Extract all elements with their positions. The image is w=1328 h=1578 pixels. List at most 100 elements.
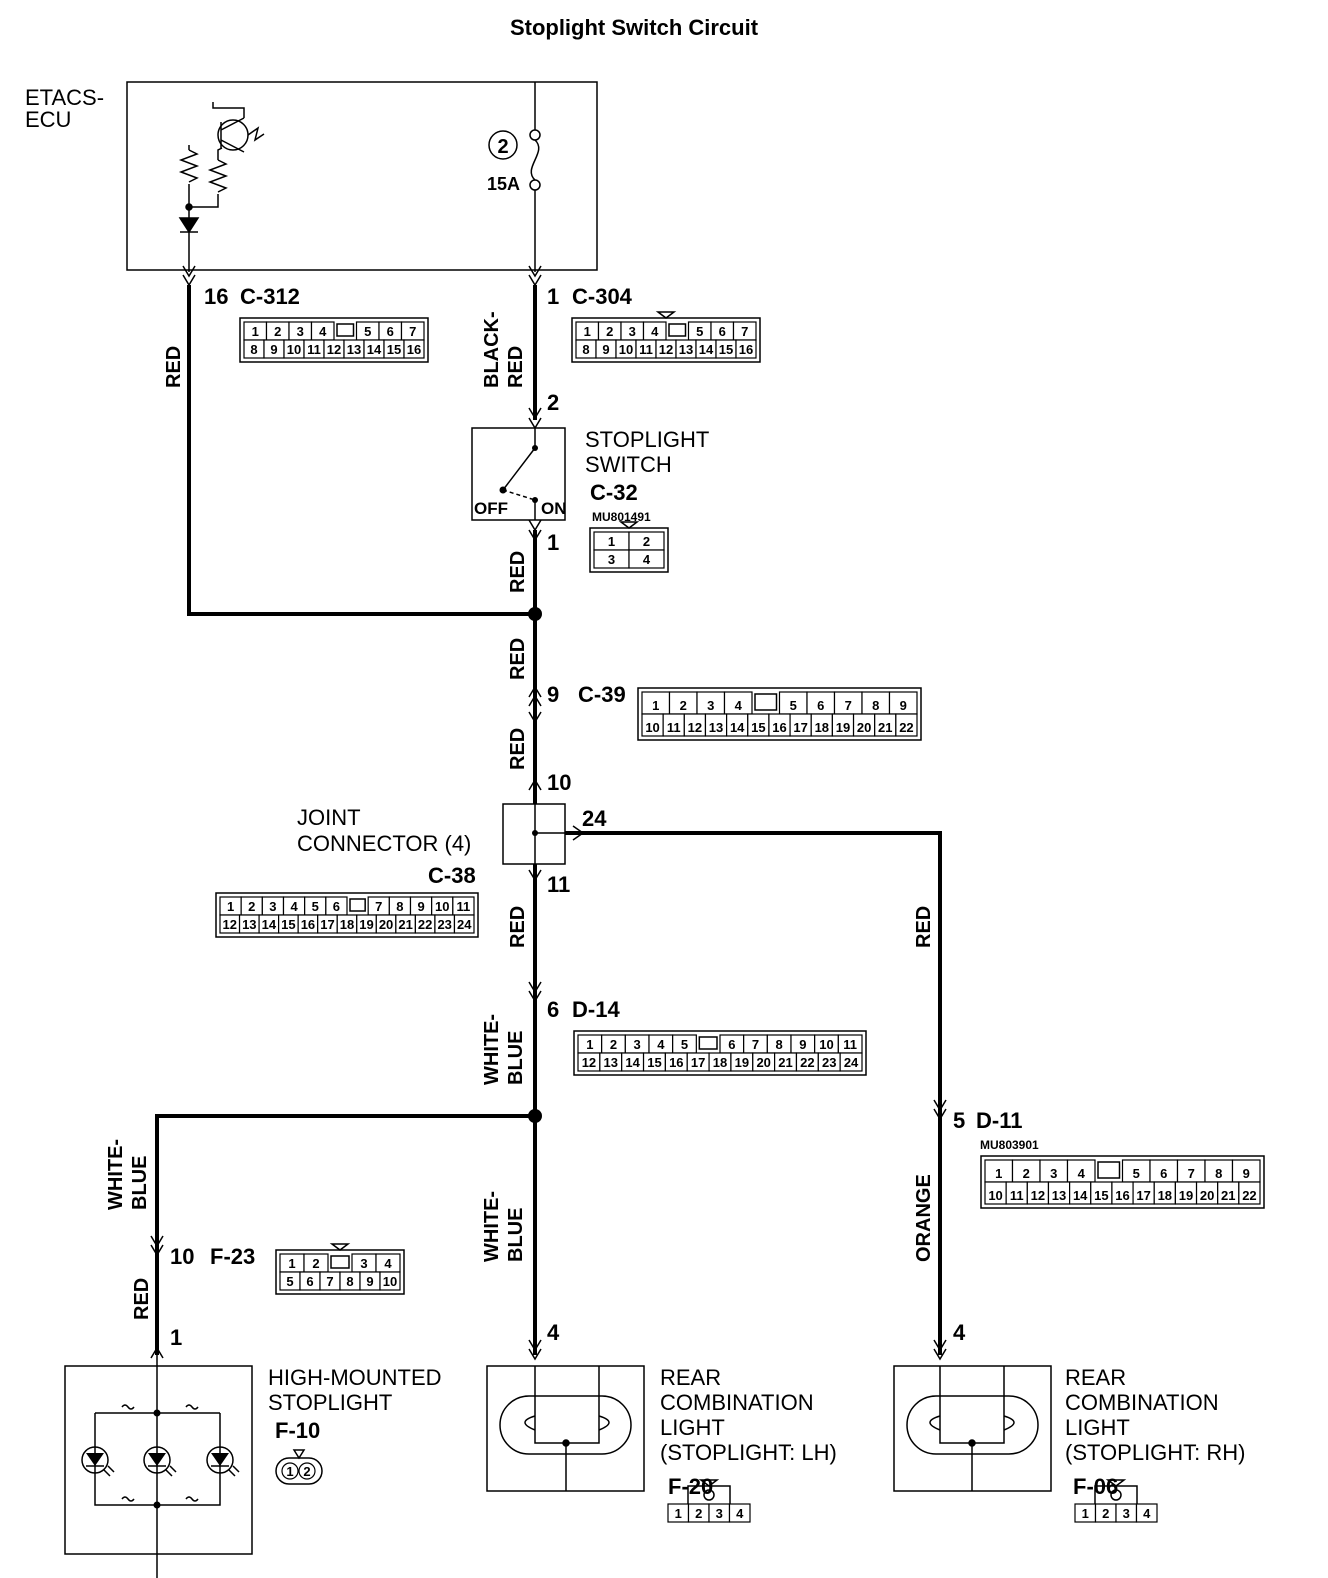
connector-pin-label: 13 — [242, 917, 256, 932]
connector-pin-label: 17 — [793, 720, 807, 735]
wire-ecu-left-red — [187, 285, 535, 616]
joint-connector-box — [502, 803, 566, 865]
d14-terminal-icon — [528, 981, 542, 1003]
lh-pin-number: 4 — [547, 1320, 560, 1345]
high-mounted-stoplight-box — [64, 1365, 253, 1555]
lh-label-1: REAR — [660, 1365, 721, 1390]
hm-label-1: HIGH-MOUNTED — [268, 1365, 442, 1390]
d11-pin-number: 5 — [953, 1108, 965, 1133]
wire-label-switch-to-splice: RED — [507, 551, 529, 593]
latch-icon — [655, 311, 677, 319]
connector-pin-label: 3 — [1123, 1506, 1130, 1521]
connector-pin-label: 5 — [696, 324, 703, 339]
wire-label-ecu-right-2: RED — [505, 346, 527, 388]
connector-pin-label: 14 — [262, 917, 277, 932]
connector-pin-label: 14 — [730, 720, 745, 735]
connector-pin-label: 4 — [643, 552, 651, 567]
connector-pin-label: 17 — [1136, 1188, 1150, 1203]
connector-pin-label: 14 — [367, 342, 382, 357]
connector-pin-label: 1 — [288, 1256, 295, 1271]
connector-pin-label: 19 — [1179, 1188, 1193, 1203]
connector-pin-label: 3 — [716, 1506, 723, 1521]
connector-pin-label: 3 — [360, 1256, 367, 1271]
c32-part-number: MU801491 — [592, 510, 651, 524]
hm-pin-number: 1 — [170, 1325, 182, 1350]
fuse-icon — [488, 82, 541, 272]
connector-pin-label: 23 — [437, 917, 451, 932]
connector-pin-label: 3 — [608, 552, 615, 567]
wire-label-rh: ORANGE — [913, 1174, 935, 1262]
latch-icon — [618, 521, 640, 529]
connector-pin-label: 3 — [269, 899, 276, 914]
wire-label-joint-to-d14: RED — [507, 906, 529, 948]
connector-pin-label: 4 — [1143, 1506, 1151, 1521]
connector-pin-label: 4 — [319, 324, 327, 339]
joint-pin-in: 10 — [547, 770, 571, 795]
connector-pin-label: 14 — [625, 1055, 640, 1070]
rh-label-2: COMBINATION — [1065, 1390, 1219, 1415]
connector-pin-label: 12 — [1031, 1188, 1045, 1203]
connector-pin-label: 2 — [610, 1037, 617, 1052]
connector-pin-label: 6 — [387, 324, 394, 339]
connector-pin-label: 12 — [223, 917, 237, 932]
connector-pin-label: 18 — [713, 1055, 727, 1070]
joint-right-terminal-icon — [572, 825, 585, 841]
connector-pin-label: 8 — [776, 1037, 783, 1052]
connector-pin-label: 10 — [435, 899, 449, 914]
latch-icon — [1105, 1479, 1127, 1487]
connector-pin-label: 10 — [645, 720, 659, 735]
wire-label-c39-to-joint: RED — [507, 728, 529, 770]
connector-pin-label: 20 — [857, 720, 871, 735]
connector-pin-label: 17 — [320, 917, 334, 932]
connector-pin-label: 6 — [817, 698, 824, 713]
connector-pin-label: 4 — [736, 1506, 744, 1521]
connector-pin-label: 2 — [606, 324, 613, 339]
switch-terminal-bottom-icon — [528, 519, 542, 542]
connector-pin-label: 24 — [844, 1055, 859, 1070]
connector-pin-cell — [839, 1052, 863, 1072]
connector-pin-label: 5 — [681, 1037, 688, 1052]
connector-pin-label: 5 — [1133, 1166, 1140, 1181]
stoplight-switch-label-1: STOPLIGHT — [585, 427, 709, 452]
connector-pin-label: 6 — [306, 1274, 313, 1289]
connector-pin-label: 9 — [1243, 1166, 1250, 1181]
connector-pin-cell — [281, 1462, 299, 1480]
connector-pin-label: 7 — [752, 1037, 759, 1052]
f23-connector-id: F-23 — [210, 1244, 255, 1269]
etacs-ecu-box — [126, 81, 598, 271]
connector-pin-label: 20 — [1200, 1188, 1214, 1203]
connector-pin-label: 2 — [1102, 1506, 1109, 1521]
connector-pin-label: 15 — [1094, 1188, 1108, 1203]
connector-pin-label: 11 — [457, 899, 471, 914]
c304-connector-id: C-304 — [572, 284, 633, 309]
connector-pin-label: 1 — [227, 899, 234, 914]
connector-pin-label: 9 — [270, 342, 277, 357]
joint-out-terminal-icon — [528, 869, 542, 882]
connector-pin-label: 11 — [639, 342, 653, 357]
connector-pin-label: 1 — [608, 534, 615, 549]
switch-pin-out: 1 — [547, 530, 559, 555]
joint-label-1: JOINT — [297, 805, 361, 830]
wire-label-d14-1: WHITE- — [481, 1014, 503, 1085]
connector-pin-cell — [728, 1503, 751, 1523]
stoplight-switch-label-2: SWITCH — [585, 452, 672, 477]
connector-pin-label: 21 — [398, 917, 412, 932]
connector-pin-label: 6 — [333, 899, 340, 914]
connector-pin-label: 9 — [366, 1274, 373, 1289]
rh-terminal-icon — [933, 1339, 947, 1361]
f10-connector-id: F-10 — [275, 1418, 320, 1443]
connector-pin-label: 10 — [287, 342, 301, 357]
wire-label-d14-2: BLUE — [505, 1031, 527, 1085]
connector-pin-cell — [735, 339, 757, 359]
connector-pin-label: 3 — [634, 1037, 641, 1052]
d14-connector-id: D-14 — [572, 997, 620, 1022]
connector-pin-label: 9 — [900, 698, 907, 713]
joint-node-icon — [532, 830, 538, 836]
connector-pin-label: 4 — [657, 1037, 665, 1052]
